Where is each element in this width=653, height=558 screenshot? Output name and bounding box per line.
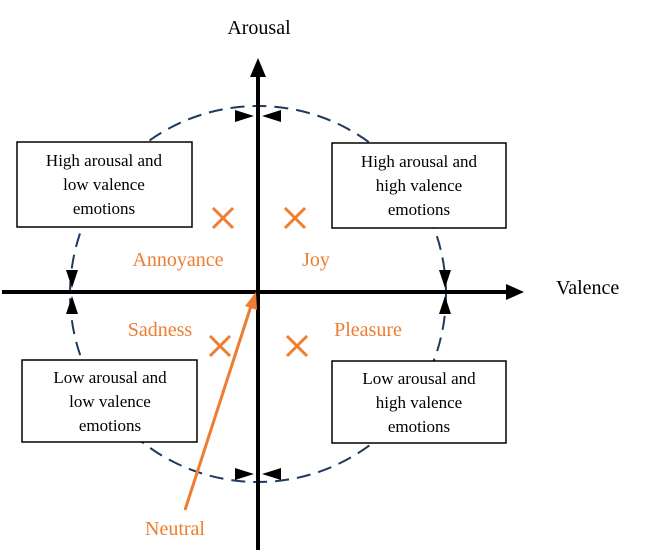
svg-text:high valence: high valence (376, 393, 462, 412)
svg-text:high valence: high valence (376, 176, 462, 195)
annoyance-x-icon (211, 206, 235, 230)
top-left-marker-icon (235, 110, 254, 122)
arousal-label: Arousal (227, 17, 291, 39)
valence-label: Valence (556, 277, 619, 299)
bottom-left-box: Low arousal and low valence emotions (21, 359, 198, 443)
pleasure-label: Pleasure (334, 319, 402, 341)
svg-text:emotions: emotions (388, 200, 450, 219)
valence-axis-arrowhead (506, 284, 524, 300)
neutral-arrow (183, 305, 253, 511)
sadness-label: Sadness (128, 319, 193, 341)
left-up-marker-icon (66, 296, 78, 314)
svg-text:Low arousal and: Low arousal and (53, 368, 167, 387)
joy-x-icon (283, 206, 307, 230)
pleasure-x-icon (285, 334, 309, 358)
svg-text:High arousal and: High arousal and (46, 151, 163, 170)
svg-text:emotions: emotions (79, 416, 141, 435)
neutral-arrowhead-icon (245, 292, 257, 310)
bottom-right-marker-icon (262, 468, 281, 480)
right-up-marker-icon (439, 296, 451, 314)
svg-text:low valence: low valence (69, 392, 151, 411)
svg-text:emotions: emotions (73, 199, 135, 218)
svg-text:High arousal and: High arousal and (361, 152, 478, 171)
sadness-x-icon (208, 334, 232, 358)
annoyance-label: Annoyance (132, 249, 223, 271)
bottom-right-box: Low arousal and high valence emotions (331, 360, 507, 444)
bottom-left-marker-icon (235, 468, 254, 480)
svg-text:Low arousal and: Low arousal and (362, 369, 476, 388)
joy-label: Joy (302, 249, 330, 271)
svg-text:low valence: low valence (63, 175, 145, 194)
neutral-label: Neutral (145, 518, 205, 540)
left-down-marker-icon (66, 270, 78, 288)
svg-text:emotions: emotions (388, 417, 450, 436)
right-down-marker-icon (439, 270, 451, 288)
arousal-axis-arrowhead (250, 58, 266, 77)
top-left-box: High arousal and low valence emotions (16, 141, 193, 228)
top-right-marker-icon (262, 110, 281, 122)
top-right-box: High arousal and high valence emotions (331, 142, 507, 229)
